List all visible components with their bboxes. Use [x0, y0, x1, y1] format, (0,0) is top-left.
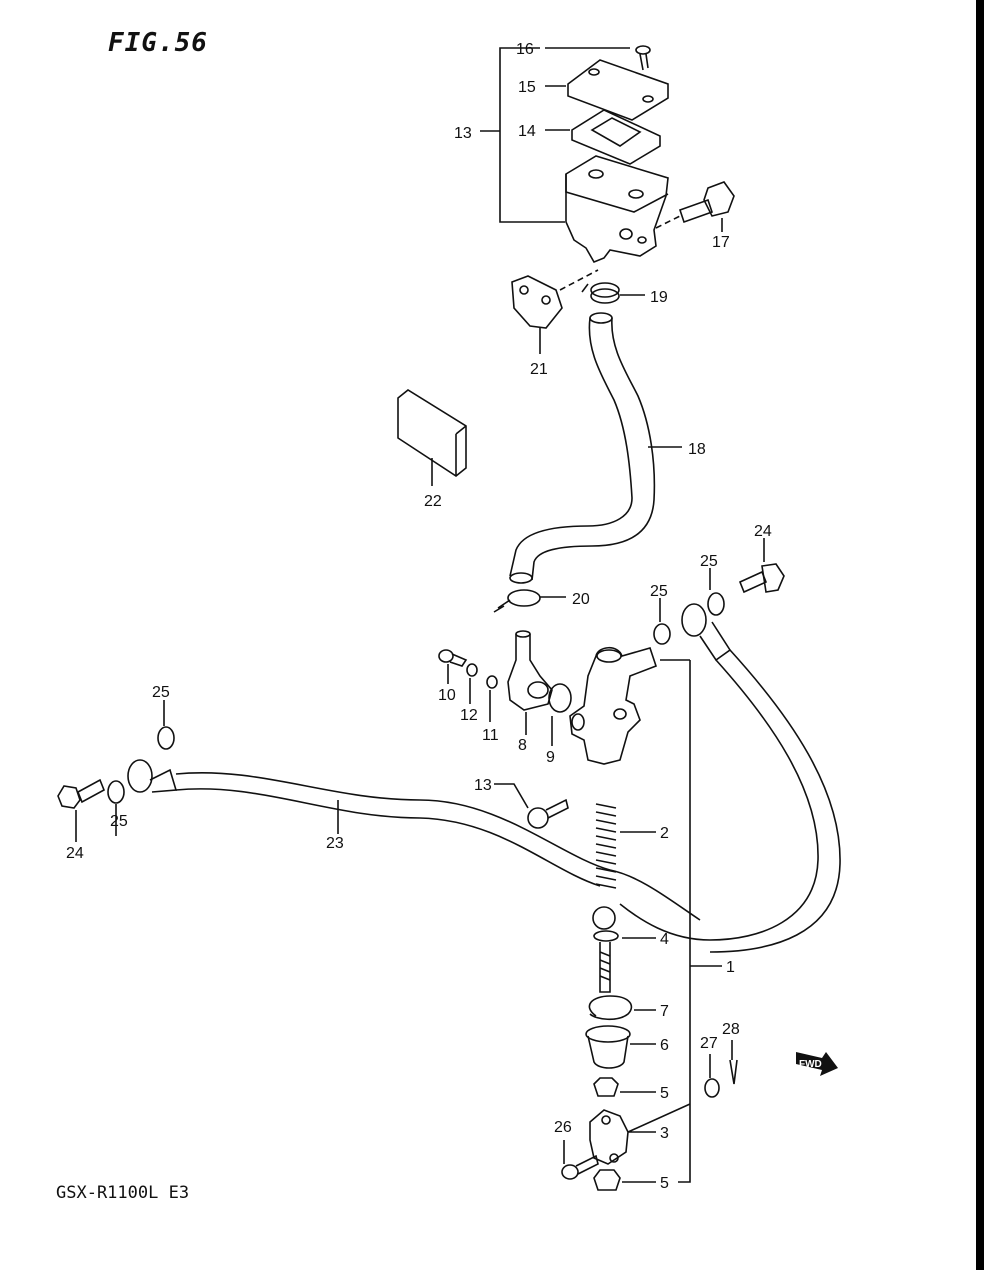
callout-13: 13	[474, 777, 492, 794]
spring-2	[595, 803, 656, 889]
hose-clamp-20-upper	[559, 269, 645, 304]
page-border	[976, 0, 984, 1270]
callout-16: 15	[518, 79, 536, 96]
inlet-fitting-8	[507, 630, 553, 735]
callout-20-lower: 20	[572, 591, 590, 608]
brake-hose-23	[127, 759, 701, 921]
callout-15: 14	[518, 123, 536, 140]
reservoir-body	[565, 155, 669, 264]
callout-25-mid: 25	[650, 583, 668, 600]
washer-25-left	[107, 780, 125, 836]
fwd-arrow-icon	[796, 1052, 838, 1076]
callout-7: 7	[660, 1003, 669, 1020]
diaphragm-15	[545, 109, 661, 165]
o-ring-9	[548, 683, 572, 746]
clevis-3	[589, 1103, 691, 1165]
bolt-13	[494, 783, 569, 829]
caution-label-22	[397, 389, 467, 486]
model-label: GSX-R1100L E3	[56, 1183, 190, 1203]
brake-hose-right	[619, 603, 841, 953]
callout-23: 23	[326, 835, 344, 852]
callout-6: 6	[660, 1037, 669, 1054]
callout-1: 1	[726, 959, 735, 976]
hose-clamp-20-lower	[493, 589, 566, 613]
dust-boot-6	[585, 1025, 656, 1069]
bolt-18	[655, 181, 735, 232]
nut-5-upper	[593, 1077, 656, 1097]
callout-5-lower: 5	[660, 1175, 669, 1192]
callout-9: 9	[546, 749, 555, 766]
callout-11: 11	[482, 727, 499, 744]
callout-5-upper: 5	[660, 1085, 669, 1102]
callout-22: 22	[424, 493, 442, 510]
fwd-label: FWD	[799, 1059, 822, 1070]
callout-10: 10	[438, 687, 456, 704]
cotter-pin-28	[729, 1040, 738, 1085]
washer-27	[704, 1054, 720, 1098]
callout-8: 8	[518, 737, 527, 754]
group-bracket-1	[678, 660, 691, 1183]
callout-21: 21	[530, 361, 548, 378]
group-bracket-14	[499, 47, 565, 223]
master-cylinder-body	[569, 646, 690, 765]
callout-28: 28	[722, 1021, 740, 1038]
callout-numbers: 16 15 14 13 17 19 21 18 22 24 25 20 25 2…	[66, 41, 822, 1192]
union-bolt-24-left	[57, 778, 106, 842]
callout-20-upper: 19	[650, 289, 668, 306]
callout-19: 18	[688, 441, 706, 458]
reservoir-cap-16	[545, 59, 669, 121]
callout-24-right: 24	[754, 523, 772, 540]
reservoir-hose-19	[509, 312, 682, 584]
push-rod-4	[592, 906, 656, 993]
washer-25-top-left	[157, 700, 175, 750]
circlip-7	[588, 995, 656, 1021]
washer-12	[466, 663, 478, 704]
callout-3: 3	[660, 1125, 669, 1142]
washer-11	[486, 675, 498, 722]
callout-17: 16	[516, 41, 534, 58]
screw-10	[438, 649, 468, 684]
callout-25-top-left: 25	[152, 684, 170, 701]
callout-26: 26	[554, 1119, 572, 1136]
figure-title: FIG.56	[108, 28, 208, 58]
callout-2: 2	[660, 825, 669, 842]
callout-24-left: 24	[66, 845, 84, 862]
callout-14: 13	[454, 125, 472, 142]
callout-27: 27	[700, 1035, 718, 1052]
gasket-21	[511, 275, 563, 354]
screw-17	[545, 45, 651, 71]
pin-26	[561, 1140, 599, 1180]
callout-25-left: 25	[110, 813, 128, 830]
union-bolt-24-right	[738, 538, 785, 594]
callout-12: 12	[460, 707, 478, 724]
washer-25-mid	[653, 598, 671, 645]
callout-4: 4	[660, 931, 669, 948]
nut-5-lower	[593, 1169, 656, 1191]
callout-18: 17	[712, 234, 730, 251]
washer-25-right	[707, 568, 725, 616]
callout-25-right: 25	[700, 553, 718, 570]
